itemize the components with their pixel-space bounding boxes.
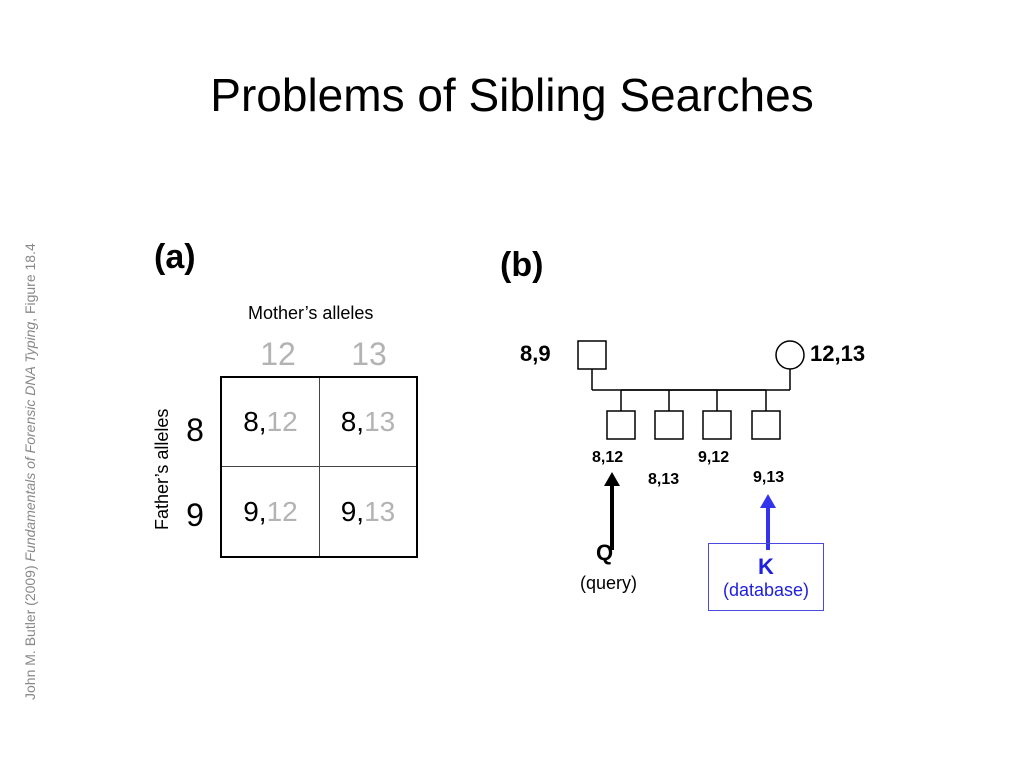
mother-allele-2: 13 [351, 336, 387, 372]
pedigree-diagram [577, 340, 805, 550]
child-square [654, 410, 684, 440]
punnett-cell: 9,13 [320, 467, 416, 556]
mother-genotype: 12,13 [810, 341, 866, 366]
child-genotype: 8,13 [648, 471, 680, 488]
database-box: K (database) [708, 543, 824, 611]
child-genotype: 8,12 [592, 449, 624, 466]
father-square [577, 340, 607, 370]
fathers-alleles-label: Father’s alleles [152, 408, 172, 530]
mother-allele-1: 12 [260, 336, 296, 372]
cell-mother-allele: 13 [364, 495, 396, 527]
database-description: (database) [722, 580, 810, 600]
father-allele-1: 8 [186, 412, 204, 448]
punnett-cell: 8,13 [320, 378, 416, 467]
query-arrow-head [604, 472, 620, 486]
mothers-alleles-label: Mother’s alleles [248, 303, 374, 323]
father-genotype: 8,9 [520, 341, 551, 366]
panel-a-label: (a) [154, 238, 196, 276]
cell-mother-allele: 13 [364, 406, 396, 437]
credit-figure: , Figure 18.4 [22, 243, 38, 322]
cell-mother-allele: 12 [266, 406, 298, 437]
query-description: (query) [580, 573, 638, 593]
child-square [702, 410, 732, 440]
database-arrow-head [760, 494, 776, 508]
cell-father-allele: 8, [243, 406, 267, 437]
cell-father-allele: 9, [243, 495, 267, 527]
child-square [751, 410, 781, 440]
mother-circle [775, 340, 805, 370]
figure-credit: John M. Butler (2009) Fundamentals of Fo… [22, 243, 38, 700]
child-genotype: 9,13 [753, 469, 785, 486]
slide-title: Problems of Sibling Searches [210, 69, 814, 121]
credit-author: John M. Butler (2009) [22, 561, 38, 700]
query-label: Q [596, 540, 614, 565]
child-genotype: 9,12 [698, 449, 730, 466]
cell-father-allele: 8, [340, 406, 365, 437]
database-label: K [758, 554, 774, 579]
punnett-cell: 8,12 [222, 378, 320, 467]
punnett-cell: 9,12 [222, 467, 320, 556]
cell-mother-allele: 12 [266, 495, 298, 527]
cell-father-allele: 9, [340, 495, 365, 527]
punnett-square: 8,12 8,13 9,12 9,13 [220, 376, 418, 558]
father-allele-2: 9 [186, 497, 204, 533]
child-square [606, 410, 636, 440]
credit-book: Fundamentals of Forensic DNA Typing [22, 321, 38, 562]
panel-b-label: (b) [500, 246, 544, 284]
